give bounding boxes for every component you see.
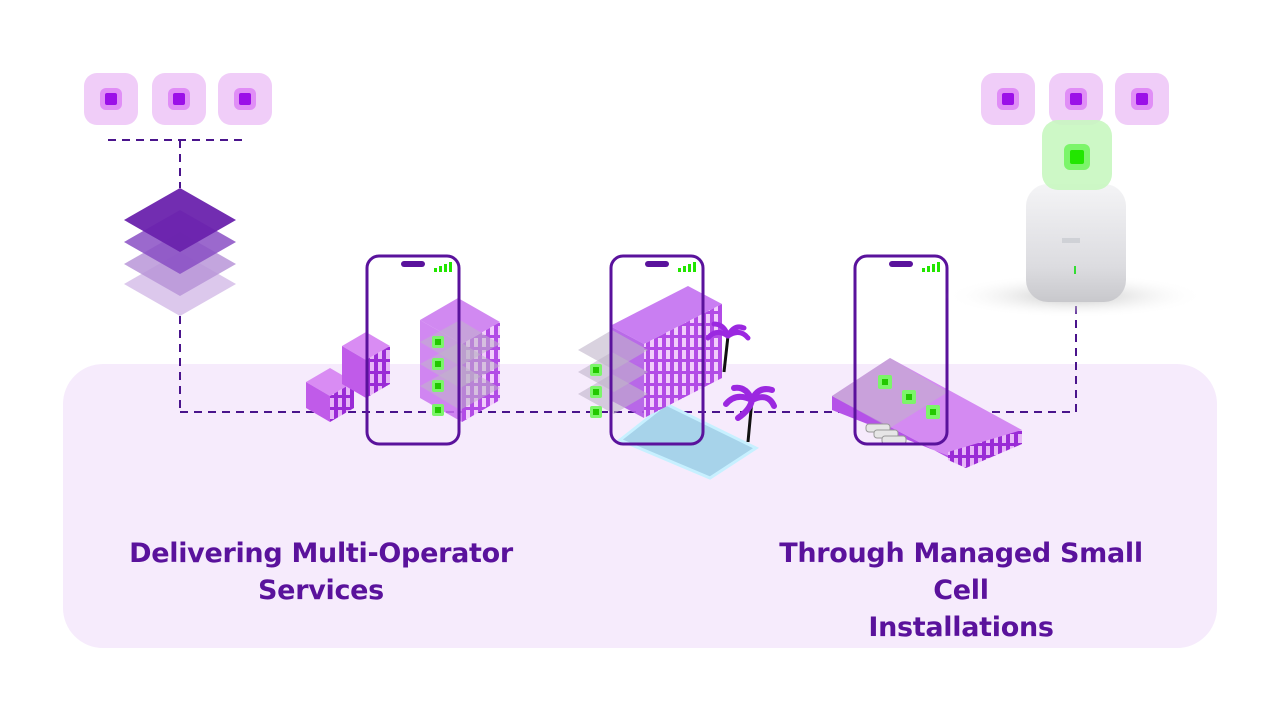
smartphone-icon: [609, 254, 705, 446]
operator-tile-icon: [981, 73, 1035, 125]
operator-tile-icon: [84, 73, 138, 125]
small-cell-device-icon: [945, 120, 1205, 318]
palm-tree-icon: [723, 384, 777, 443]
caption-left-line1: Delivering Multi-Operator: [129, 538, 513, 569]
caption-multi-operator: Delivering Multi-Operator Services: [111, 535, 531, 609]
operator-tile-icon: [1115, 73, 1169, 125]
stacked-layers-icon: [124, 188, 236, 316]
smartphone-icon: [365, 254, 461, 446]
caption-right-line1: Through Managed Small Cell: [779, 538, 1143, 606]
caption-left-line2: Services: [258, 575, 384, 606]
smartphone-icon: [853, 254, 949, 446]
operator-tiles-right: [981, 73, 1169, 125]
warehouse-icon: [832, 358, 1022, 468]
operator-tile-icon: [218, 73, 272, 125]
caption-right-line2: Installations: [868, 612, 1054, 643]
operator-tiles-left: [84, 73, 272, 125]
hotel-resort-icon: [578, 286, 777, 480]
caption-small-cell: Through Managed Small Cell Installations: [751, 535, 1171, 646]
operator-tile-icon: [152, 73, 206, 125]
operator-tile-icon: [1049, 73, 1103, 125]
office-building-icon: [306, 298, 500, 422]
palm-tree-icon: [705, 321, 751, 373]
